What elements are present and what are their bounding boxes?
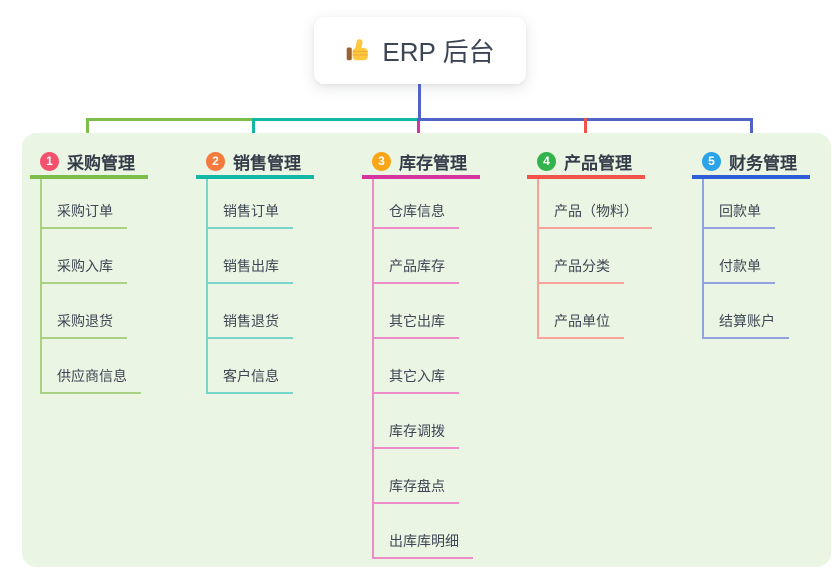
branch-number-badge: 3 [372,152,391,171]
child-node[interactable]: 客户信息 [208,339,314,394]
branch-node[interactable]: 5 财务管理 [692,148,810,179]
child-node-label: 其它入库 [374,366,459,394]
branch-2: 2 销售管理销售订单销售出库销售退货客户信息 [196,148,314,394]
branch-title: 库存管理 [399,154,467,173]
child-node[interactable]: 销售退货 [208,284,314,339]
child-node-label: 销售退货 [208,311,293,339]
child-node-label: 仓库信息 [374,201,459,229]
child-node[interactable]: 销售订单 [208,179,314,229]
child-node-label: 产品库存 [374,256,459,284]
connector-drop-finance [750,118,753,144]
branch-title: 产品管理 [564,154,632,173]
child-node[interactable]: 产品单位 [539,284,645,339]
branch-children: 产品（物料） 产品分类产品单位 [537,179,652,339]
child-node[interactable]: 采购订单 [42,179,148,229]
child-node[interactable]: 库存盘点 [374,449,480,504]
branch-children: 采购订单采购入库采购退货供应商信息 [40,179,148,394]
branch-number-badge: 4 [537,152,556,171]
child-node-label: 产品（物料） [539,201,652,229]
branch-node[interactable]: 2 销售管理 [196,148,314,179]
child-node-label: 库存调拨 [374,421,459,449]
thumbs-up-icon [345,37,372,64]
child-node-label: 客户信息 [208,366,293,394]
child-node-label: 采购退货 [42,311,127,339]
child-node[interactable]: 付款单 [704,229,810,284]
branch-number-badge: 1 [40,152,59,171]
branch-title: 财务管理 [729,154,797,173]
child-node[interactable]: 其它出库 [374,284,480,339]
root-title: ERP 后台 [382,37,495,67]
child-node-label: 库存盘点 [374,476,459,504]
child-node-label: 销售订单 [208,201,293,229]
branch-node[interactable]: 1 采购管理 [30,148,148,179]
mindmap-canvas [22,133,831,567]
branch-number-badge: 2 [206,152,225,171]
branch-title: 采购管理 [67,154,135,173]
child-node[interactable]: 采购入库 [42,229,148,284]
child-node[interactable]: 回款单 [704,179,810,229]
child-node[interactable]: 产品分类 [539,229,645,284]
child-node-label: 产品单位 [539,311,624,339]
branch-title: 销售管理 [233,154,301,173]
connector-root-vertical [418,84,421,121]
child-node-label: 付款单 [704,256,775,284]
connector-drop-sales [252,118,255,144]
child-node[interactable]: 采购退货 [42,284,148,339]
child-node[interactable]: 库存调拨 [374,394,480,449]
child-node-label: 供应商信息 [42,366,141,394]
connector-drop-inventory [417,121,420,144]
child-node-label: 产品分类 [539,256,624,284]
branch-children: 仓库信息产品库存其它出库其它入库库存调拨库存盘点出库库明细 [372,179,480,559]
child-node-label: 出库库明细 [374,531,473,559]
child-node[interactable]: 销售出库 [208,229,314,284]
branch-children: 回款单付款单结算账户 [702,179,810,339]
child-node-label: 采购入库 [42,256,127,284]
child-node-label: 采购订单 [42,201,127,229]
branch-number-badge: 5 [702,152,721,171]
child-node-label: 销售出库 [208,256,293,284]
branch-children: 销售订单销售出库销售退货客户信息 [206,179,314,394]
child-node[interactable]: 结算账户 [704,284,810,339]
branch-1: 1 采购管理采购订单采购入库采购退货供应商信息 [30,148,148,394]
child-node[interactable]: 出库库明细 [374,504,480,559]
child-node-label: 回款单 [704,201,775,229]
child-node[interactable]: 其它入库 [374,339,480,394]
connector-drop-purchase [86,118,89,144]
child-node[interactable]: 仓库信息 [374,179,480,229]
connector-horizontal-teal [252,118,420,121]
branch-node[interactable]: 3 库存管理 [362,148,480,179]
connector-drop-product [584,118,587,144]
child-node-label: 结算账户 [704,311,789,339]
child-node[interactable]: 产品（物料） [539,179,652,229]
branch-4: 4 产品管理产品（物料） 产品分类产品单位 [527,148,652,339]
branch-node[interactable]: 4 产品管理 [527,148,645,179]
child-node-label: 其它出库 [374,311,459,339]
connector-horizontal-green [86,118,255,121]
child-node[interactable]: 供应商信息 [42,339,148,394]
root-node[interactable]: ERP 后台 [314,17,526,84]
child-node[interactable]: 产品库存 [374,229,480,284]
branch-3: 3 库存管理仓库信息产品库存其它出库其它入库库存调拨库存盘点出库库明细 [362,148,480,559]
branch-5: 5 财务管理回款单付款单结算账户 [692,148,810,339]
